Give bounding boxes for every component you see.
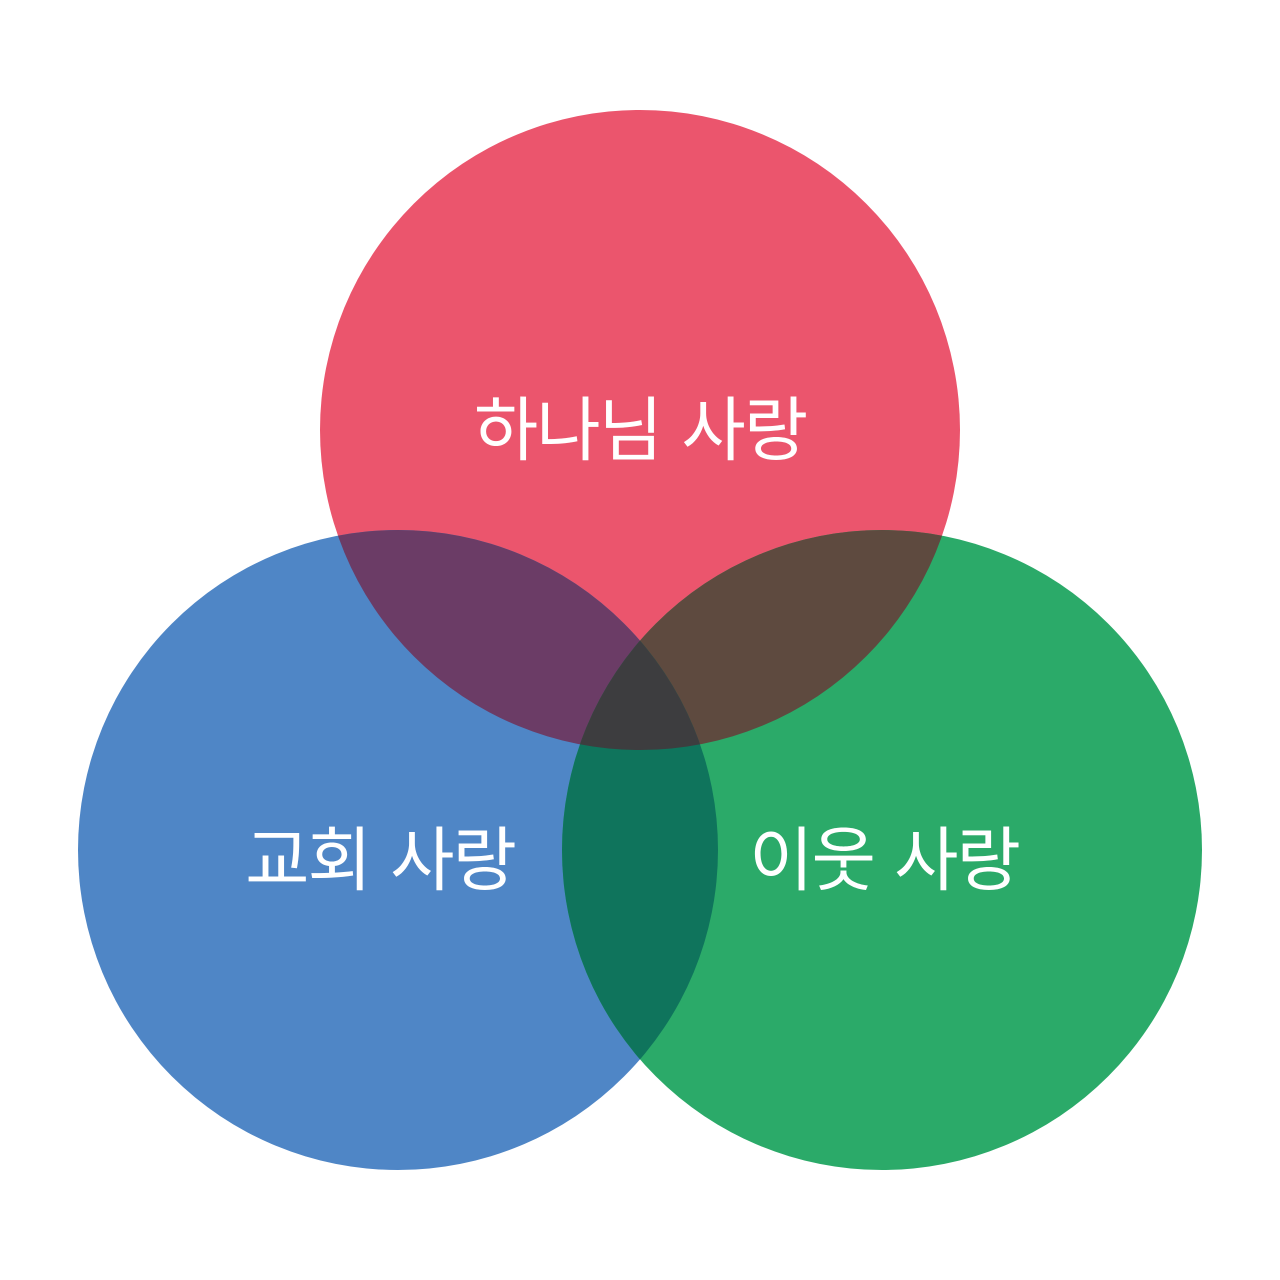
label-neighbor-love: 이웃 사랑 [749,819,1021,902]
overlap-god-neighbor [562,530,960,750]
label-god-love: 하나님 사랑 [473,389,808,472]
label-church-love: 교회 사랑 [245,819,517,902]
overlap-god-church [320,530,718,750]
